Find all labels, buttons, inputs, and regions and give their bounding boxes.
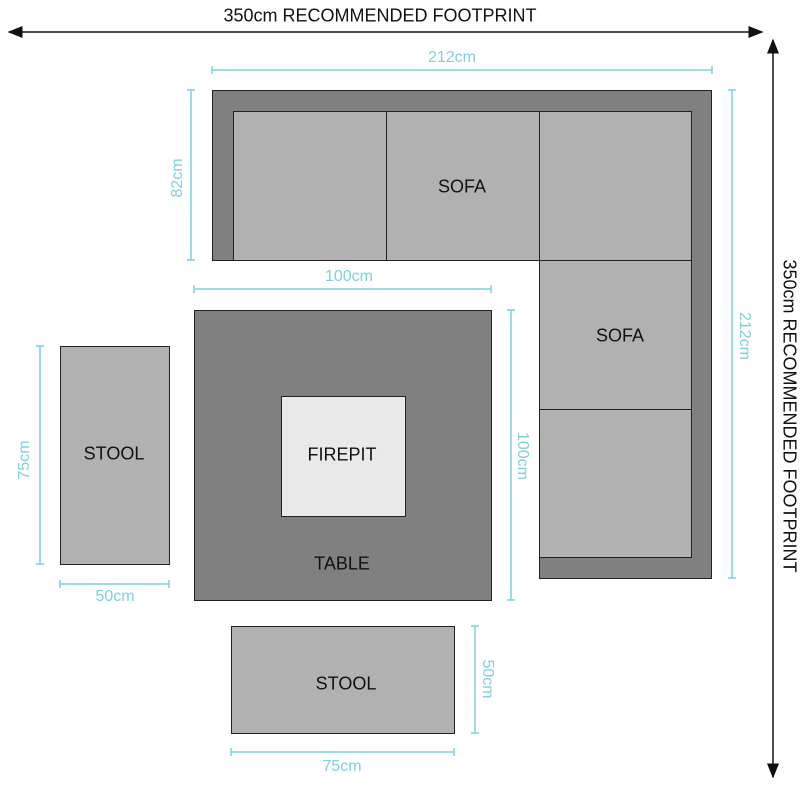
stool-bottom-label: STOOL	[315, 673, 377, 694]
footprint-label-side: 350cm RECOMMENDED FOOTPRINT	[779, 259, 800, 573]
sofa-cushion	[539, 260, 692, 410]
dim-stool-bottom-length: 75cm	[322, 758, 362, 775]
firepit-label: FIREPIT	[307, 444, 377, 465]
sofa-top-label: SOFA	[437, 176, 487, 197]
dim-line-sofa-width	[211, 66, 713, 74]
stool-left	[60, 346, 170, 565]
firepit	[281, 396, 406, 517]
stool-left-label: STOOL	[83, 443, 145, 464]
dim-sofa-width: 212cm	[427, 49, 477, 66]
dim-line-stool-bottom-depth	[471, 625, 479, 734]
dim-line-table-width	[193, 285, 492, 293]
dim-line-stool-left-length	[36, 345, 44, 565]
sofa-cushion	[539, 409, 692, 558]
dim-sofa-length: 212cm	[736, 311, 753, 361]
dim-line-stool-left-width	[59, 580, 170, 588]
sofa-right-label: SOFA	[595, 325, 645, 346]
dim-table-width: 100cm	[324, 268, 374, 285]
dim-stool-left-length: 75cm	[16, 440, 33, 480]
dim-line-stool-bottom-length	[230, 748, 455, 756]
stool-bottom	[231, 626, 455, 734]
dim-line-sofa-length	[728, 89, 736, 579]
sofa-cushion	[233, 111, 387, 261]
dim-table-depth: 100cm	[514, 431, 531, 481]
dim-sofa-depth: 82cm	[169, 158, 186, 198]
dim-line-table-depth	[507, 309, 515, 601]
sofa-cushion	[539, 111, 692, 261]
footprint-label-top: 350cm RECOMMENDED FOOTPRINT	[223, 5, 537, 26]
dim-stool-bottom-depth: 50cm	[479, 659, 496, 699]
table-label: TABLE	[314, 553, 370, 574]
dim-stool-left-width: 50cm	[95, 588, 135, 605]
dim-line-sofa-depth	[187, 89, 195, 261]
